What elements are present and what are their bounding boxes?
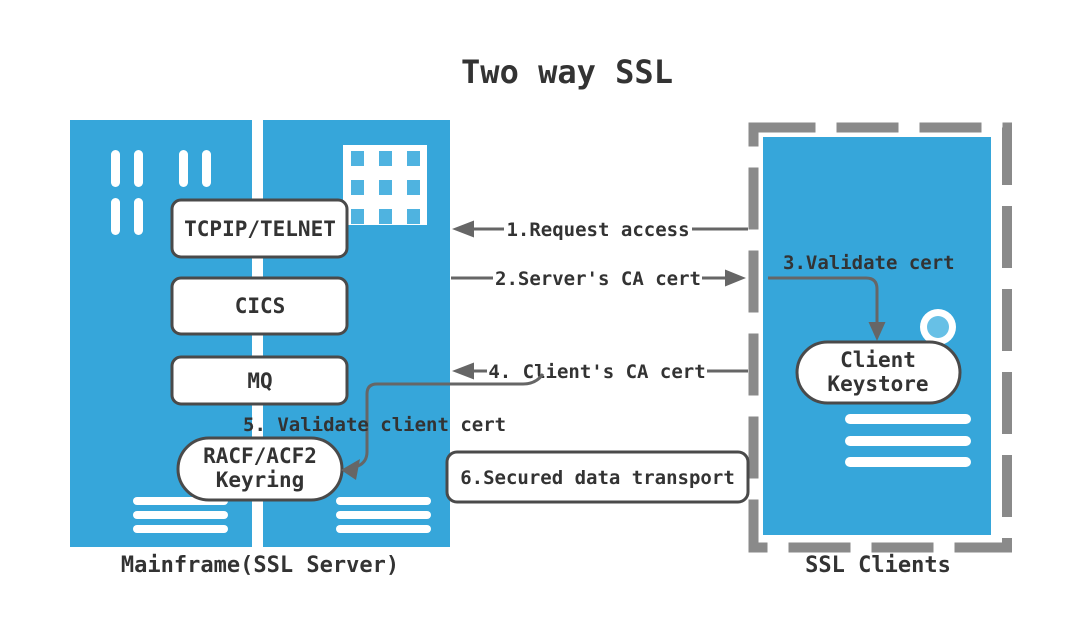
mainframe-server: TCPIP/TELNET CICS MQ RACF/ACF2 Keyring M… xyxy=(70,120,450,578)
keyring-label-line1: RACF/ACF2 xyxy=(203,444,317,468)
component-mq: MQ xyxy=(170,355,349,406)
vent-bar xyxy=(202,150,211,187)
grid-square xyxy=(379,180,392,195)
component-box xyxy=(170,198,349,259)
component-label: TCPIP/TELNET xyxy=(184,217,336,241)
flow-step6: 6.Secured data transport xyxy=(445,450,750,504)
keyring-label-line2: Keyring xyxy=(216,468,305,492)
client-text-bars-icon xyxy=(845,414,971,467)
flow5-label: 5. Validate client cert xyxy=(243,414,506,436)
grid-square xyxy=(407,209,420,224)
flow5-line xyxy=(357,373,545,468)
vent-bar xyxy=(133,525,228,533)
grid-square xyxy=(351,209,364,224)
vent-bar xyxy=(134,150,143,187)
component-cics: CICS xyxy=(170,276,349,336)
flow6-label: 6.Secured data transport xyxy=(460,467,735,489)
component-label: MQ xyxy=(247,369,272,393)
arrowhead-left-icon xyxy=(341,459,360,480)
vent-bar xyxy=(179,150,188,187)
flow-step1: 1.Request access xyxy=(452,219,748,241)
keystore-label-line2: Keystore xyxy=(827,372,928,396)
flow3-label: 3.Validate cert xyxy=(783,252,955,274)
grid-square xyxy=(379,151,392,166)
flow3-line xyxy=(768,276,879,323)
vent-slots-icon xyxy=(111,150,211,235)
grid-square xyxy=(407,180,420,195)
racf-keyring-node: RACF/ACF2 Keyring xyxy=(176,436,344,502)
vent-bar xyxy=(336,511,431,519)
flow-step5: 5. Validate client cert xyxy=(243,373,545,480)
bottom-vent-bars-icon xyxy=(133,497,431,533)
keystore-shape xyxy=(795,340,962,405)
text-bar xyxy=(845,436,971,446)
vent-bar xyxy=(111,150,120,187)
keyring-shape xyxy=(176,436,344,502)
flow-step3: 3.Validate cert xyxy=(768,252,955,341)
arrowhead-right-icon xyxy=(725,269,746,287)
flow6-box xyxy=(445,450,750,504)
flow-step2: 2.Server's CA cert xyxy=(451,268,746,290)
grid-square xyxy=(379,209,392,224)
ring-icon xyxy=(920,309,956,345)
diagram-title: Two way SSL xyxy=(461,53,673,91)
mainframe-caption: Mainframe(SSL Server) xyxy=(121,553,399,578)
ring-inner xyxy=(927,316,949,338)
grid-panel-icon xyxy=(343,145,427,225)
vent-bar xyxy=(133,511,228,519)
vent-bar xyxy=(336,525,431,533)
component-tcpip-telnet: TCPIP/TELNET xyxy=(170,198,349,259)
keystore-label-line1: Client xyxy=(840,348,916,372)
arrowhead-down-icon xyxy=(868,322,886,341)
flow1-label: 1.Request access xyxy=(506,219,689,241)
text-bar xyxy=(845,414,971,424)
arrowhead-left-icon xyxy=(452,362,474,380)
component-box xyxy=(170,355,349,406)
text-bar xyxy=(845,457,971,467)
clients-caption: SSL Clients xyxy=(805,553,951,578)
arrowhead-left-icon xyxy=(452,220,474,238)
vent-bar xyxy=(336,497,431,505)
vent-bar xyxy=(134,198,143,235)
flow2-label: 2.Server's CA cert xyxy=(495,268,701,290)
grid-square xyxy=(407,151,420,166)
client-keystore-node: Client Keystore xyxy=(795,340,962,405)
clients-dashed-border xyxy=(748,122,1012,553)
component-box xyxy=(170,276,349,336)
vent-bar xyxy=(111,198,120,235)
grid-square xyxy=(351,180,364,195)
ssl-clients: Client Keystore SSL Clients xyxy=(748,122,1012,578)
flow4-label: 4. Client's CA cert xyxy=(488,361,705,383)
grid-square xyxy=(351,151,364,166)
flow-step4: 4. Client's CA cert xyxy=(452,361,748,383)
component-label: CICS xyxy=(235,294,286,318)
